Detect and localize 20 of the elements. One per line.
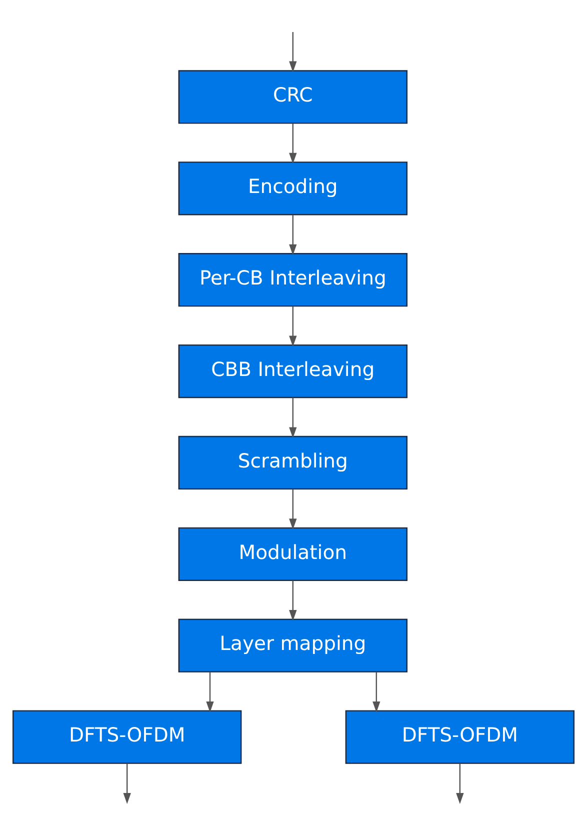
arrow	[123, 763, 131, 804]
node-box: Scrambling	[178, 436, 408, 490]
node-box: CBB Interleaving	[178, 344, 408, 398]
node-box: DFTS-OFDM	[345, 710, 574, 764]
arrow	[289, 306, 297, 347]
node-box: Encoding	[178, 162, 408, 216]
arrow	[372, 672, 380, 712]
node-box: DFTS-OFDM	[12, 710, 242, 764]
node-box: CRC	[178, 70, 408, 124]
arrow	[206, 672, 214, 712]
node-box: Layer mapping	[178, 618, 408, 672]
arrow	[456, 763, 464, 804]
arrow	[289, 32, 297, 72]
arrow	[289, 123, 297, 164]
node-box: Modulation	[178, 527, 408, 581]
arrow	[289, 214, 297, 256]
arrow	[289, 580, 297, 622]
arrow	[289, 398, 297, 438]
arrow	[289, 489, 297, 530]
node-box: Per-CB Interleaving	[178, 253, 408, 307]
